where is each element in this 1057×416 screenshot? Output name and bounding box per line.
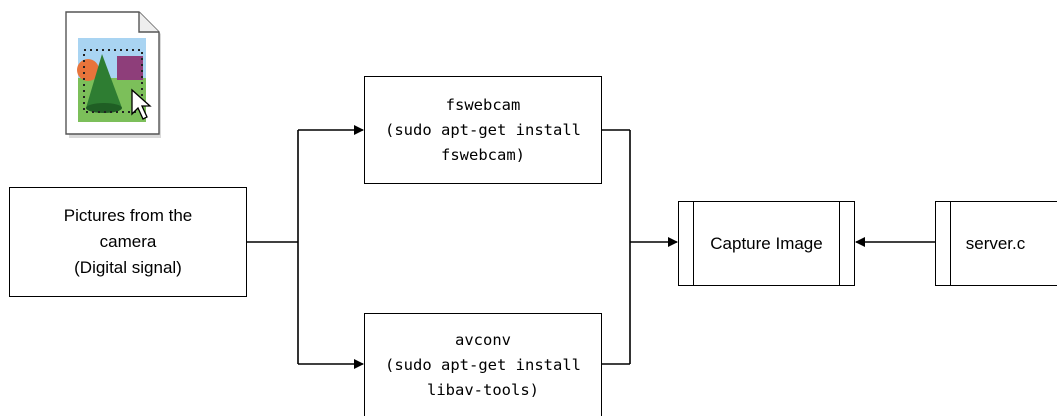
source-line-2: camera — [99, 232, 157, 251]
fswebcam-box-text: fswebcam (sudo apt-get install fswebcam) — [385, 93, 581, 168]
fswebcam-box: fswebcam (sudo apt-get install fswebcam) — [364, 76, 602, 184]
server-box: server.c — [935, 201, 1057, 286]
fswebcam-line-3: fswebcam) — [441, 145, 525, 164]
capture-image-label: Capture Image — [710, 233, 823, 253]
avconv-line-1: avconv — [455, 330, 511, 349]
source-box-text: Pictures from the camera (Digital signal… — [64, 203, 193, 281]
avconv-box-text: avconv (sudo apt-get install libav-tools… — [385, 328, 581, 403]
fswebcam-line-1: fswebcam — [445, 95, 521, 114]
fswebcam-line-2: (sudo apt-get install — [385, 120, 581, 139]
avconv-line-3: libav-tools) — [427, 380, 539, 399]
server-label: server.c — [965, 233, 1026, 253]
server-left-bar — [950, 202, 951, 285]
source-line-3: (Digital signal) — [74, 258, 182, 277]
source-box: Pictures from the camera (Digital signal… — [9, 187, 247, 297]
avconv-box: avconv (sudo apt-get install libav-tools… — [364, 313, 602, 416]
capture-left-bar — [693, 202, 694, 285]
image-file-icon — [65, 11, 161, 138]
avconv-line-2: (sudo apt-get install — [385, 355, 581, 374]
capture-right-bar — [839, 202, 840, 285]
capture-image-box: Capture Image — [678, 201, 855, 286]
source-line-1: Pictures from the — [63, 206, 193, 225]
